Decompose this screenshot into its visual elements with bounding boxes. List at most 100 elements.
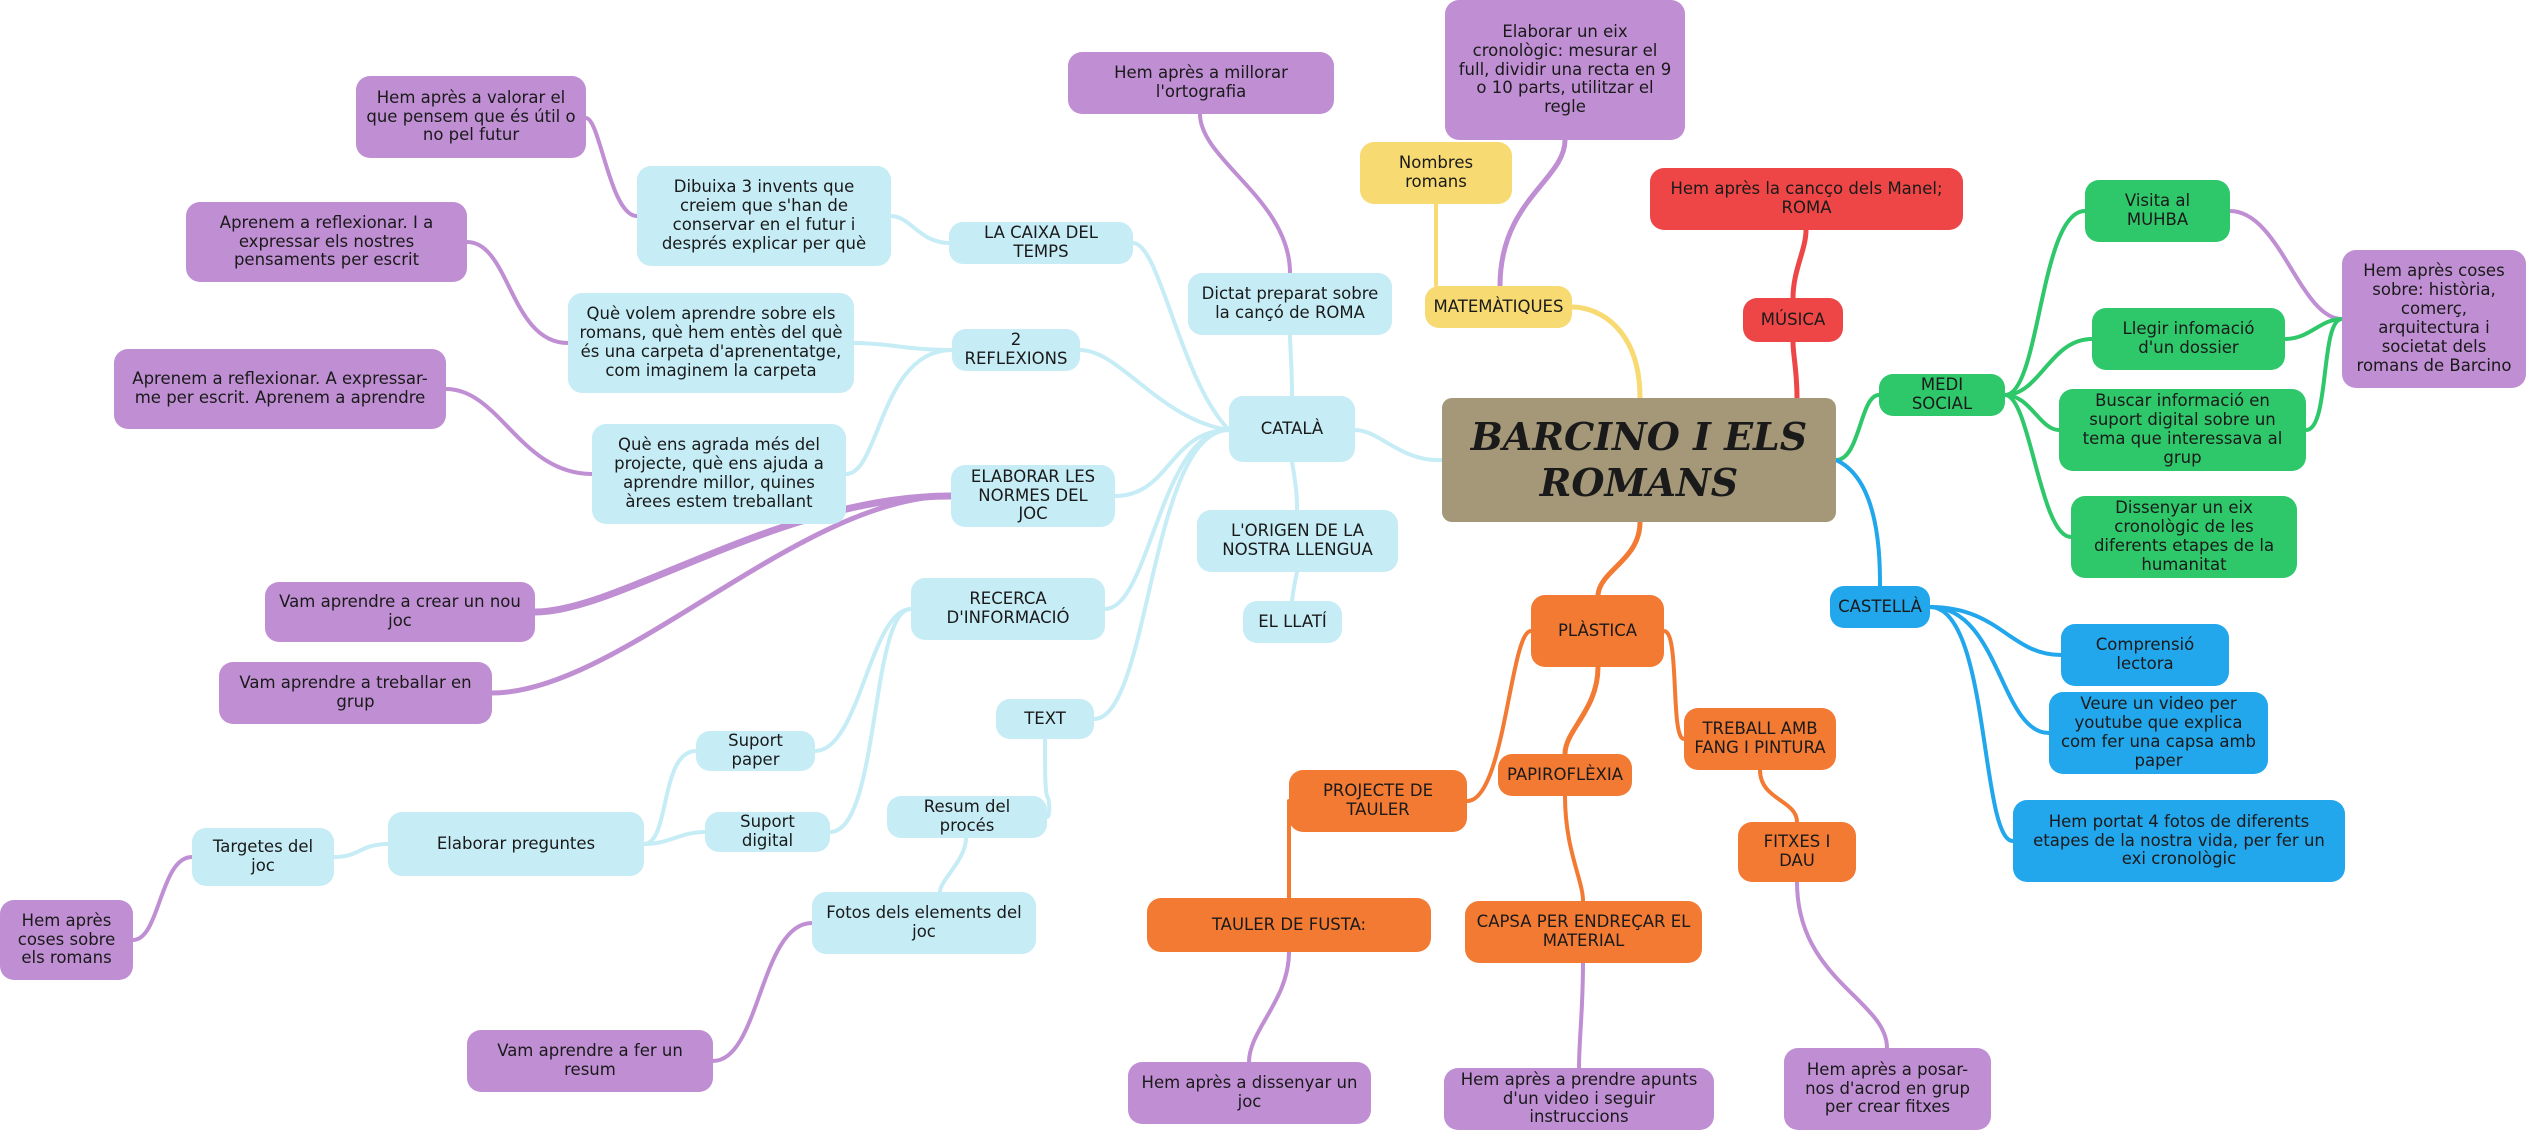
que-agrada-node[interactable]: Què ens agrada més del projecte, què ens…	[592, 424, 846, 524]
fang-pintura-node[interactable]: TREBALL AMB FANG I PINTURA	[1684, 708, 1836, 770]
connector-line	[1078, 348, 1231, 432]
targetes-joc-node[interactable]: Targetes del joc	[192, 828, 334, 886]
connector-line	[1790, 227, 1809, 301]
resum-proces-node[interactable]: Resum del procés	[887, 796, 1047, 838]
connector-line	[2003, 209, 2087, 397]
dibuixa-invents-node[interactable]: Dibuixa 3 invents que creiem que s'han d…	[637, 166, 891, 266]
dossier-node[interactable]: Llegir infomació d'un dossier	[2092, 308, 2285, 370]
fotos-vida-node[interactable]: Hem portat 4 fotos de diferents etapes d…	[2013, 800, 2345, 882]
connector-line	[642, 830, 707, 846]
crear-joc-node[interactable]: Vam aprendre a crear un nou joc	[265, 582, 535, 642]
connector-line	[1043, 737, 1049, 798]
projecte-tauler-node[interactable]: PROJECTE DE TAULER	[1289, 770, 1467, 832]
que-volem-node[interactable]: Què volem aprendre sobre els romans, què…	[568, 293, 854, 393]
video-capsa-node[interactable]: Veure un video per youtube que explica c…	[2049, 692, 2268, 774]
connector-line	[1353, 428, 1444, 463]
fer-resum-node[interactable]: Vam aprendre a fer un resum	[467, 1030, 713, 1092]
apunts-node[interactable]: Hem après a prendre apunts d'un video i …	[1444, 1068, 1714, 1130]
papiroflexia-node[interactable]: PAPIROFLÈXIA	[1498, 754, 1632, 796]
ortografia-node[interactable]: Hem après a millorar l'ortografia	[1068, 52, 1334, 114]
connector-line	[1569, 304, 1643, 401]
connector-line	[1247, 950, 1291, 1064]
connector-line	[1563, 794, 1585, 903]
connector-line	[1045, 794, 1052, 819]
connector-line	[2304, 317, 2344, 432]
connector-line	[584, 116, 639, 218]
elaborar-preguntes-node[interactable]: Elaborar preguntes	[388, 812, 644, 876]
suport-digital-social-node[interactable]: Buscar informació en suport digital sobr…	[2059, 389, 2306, 471]
connector-line	[131, 855, 194, 942]
connector-line	[1198, 112, 1292, 275]
recerca-node[interactable]: RECERCA D'INFORMACIÓ	[911, 578, 1105, 640]
connector-line	[889, 214, 951, 245]
connector-line	[2228, 209, 2344, 321]
connector-line	[1092, 428, 1231, 721]
suport-paper-node[interactable]: Suport paper	[696, 731, 815, 771]
acord-grup-node[interactable]: Hem après a posar-nos d'acrod en grup pe…	[1784, 1048, 1991, 1130]
connector-line	[489, 493, 954, 696]
coses-barcino-node[interactable]: Hem après coses sobre: història, comerç,…	[2342, 250, 2526, 388]
suport-digital-node[interactable]: Suport digital	[705, 812, 830, 852]
connector-line	[1928, 605, 2051, 735]
connector-line	[1288, 333, 1294, 398]
connector-line	[1131, 241, 1231, 432]
connector-line	[2283, 317, 2344, 341]
eix-humanitat-node[interactable]: Dissenyar un eix cronològic de les difer…	[2071, 496, 2297, 578]
root-topic[interactable]: BARCINO I ELS ROMANS	[1442, 398, 1836, 522]
connector-line	[1595, 519, 1643, 598]
connector-line	[711, 921, 814, 1063]
tauler-fusta-node[interactable]: TAULER DE FUSTA:	[1147, 898, 1431, 952]
reflexions-node[interactable]: 2 REFLEXIONS	[952, 329, 1080, 371]
plastica-node[interactable]: PLÀSTICA	[1531, 595, 1664, 667]
connector-line	[1290, 570, 1299, 603]
connector-line	[2003, 393, 2061, 432]
reflexionar-2-node[interactable]: Aprenem a reflexionar. A expressar-me pe…	[114, 349, 446, 429]
connector-line	[1758, 768, 1799, 824]
capsa-material-node[interactable]: CAPSA PER ENDREÇAR EL MATERIAL	[1465, 901, 1702, 963]
connector-line	[844, 348, 954, 476]
connector-line	[1662, 629, 1686, 741]
nombres-romans-node[interactable]: Nombres romans	[1360, 142, 1512, 204]
fotos-joc-node[interactable]: Fotos dels elements del joc	[812, 892, 1036, 954]
connector-line	[1790, 339, 1800, 401]
connector-line	[1795, 880, 1889, 1050]
connector-line	[813, 607, 913, 753]
connector-line	[1113, 428, 1231, 498]
origen-llengua-node[interactable]: L'ORIGEN DE LA NOSTRA LLENGUA	[1197, 510, 1398, 572]
connector-line	[444, 387, 594, 476]
castella-node[interactable]: CASTELLÀ	[1830, 586, 1930, 628]
valorar-node[interactable]: Hem après a valorar el que pensem que és…	[356, 76, 586, 158]
text-node[interactable]: TEXT	[996, 699, 1094, 739]
manel-node[interactable]: Hem après la cancço dels Manel; ROMA	[1650, 168, 1963, 230]
normes-joc-node[interactable]: ELABORAR LES NORMES DEL JOC	[951, 465, 1115, 527]
connector-line	[1834, 393, 1881, 462]
reflexionar-1-node[interactable]: Aprenem a reflexionar. I a expressar els…	[186, 202, 467, 282]
caixa-temps-node[interactable]: LA CAIXA DEL TEMPS	[949, 222, 1133, 264]
connector-line	[1290, 460, 1299, 512]
connector-line	[465, 240, 570, 345]
connector-line	[1928, 605, 2063, 657]
connector-line	[2003, 337, 2094, 397]
muhba-node[interactable]: Visita al MUHBA	[2085, 180, 2230, 242]
llati-node[interactable]: EL LLATÍ	[1243, 601, 1342, 643]
matematiques-node[interactable]: MATEMÀTIQUES	[1425, 286, 1572, 328]
dictat-node[interactable]: Dictat preparat sobre la cançó de ROMA	[1188, 273, 1392, 335]
catala-node[interactable]: CATALÀ	[1229, 396, 1355, 462]
treballar-grup-node[interactable]: Vam aprendre a treballar en grup	[219, 662, 492, 724]
connector-line	[1577, 961, 1585, 1070]
medi-social-node[interactable]: MEDI SOCIAL	[1879, 374, 2005, 416]
connector-line	[938, 836, 968, 894]
connector-line	[852, 341, 954, 352]
connector-line	[1834, 458, 1882, 588]
connector-line	[1562, 664, 1601, 757]
connector-line	[642, 749, 698, 846]
connector-line	[1928, 605, 2015, 843]
eix-cronologic-node[interactable]: Elaborar un eix cronològic: mesurar el f…	[1445, 0, 1685, 140]
fitxes-dau-node[interactable]: FITXES I DAU	[1738, 822, 1856, 882]
dissenyar-joc-node[interactable]: Hem après a dissenyar un joc	[1128, 1062, 1371, 1124]
connector-line	[332, 842, 390, 859]
coses-romans-node[interactable]: Hem après coses sobre els romans	[0, 900, 133, 980]
comprensio-node[interactable]: Comprensió lectora	[2061, 624, 2229, 686]
musica-node[interactable]: MÚSICA	[1743, 298, 1843, 342]
